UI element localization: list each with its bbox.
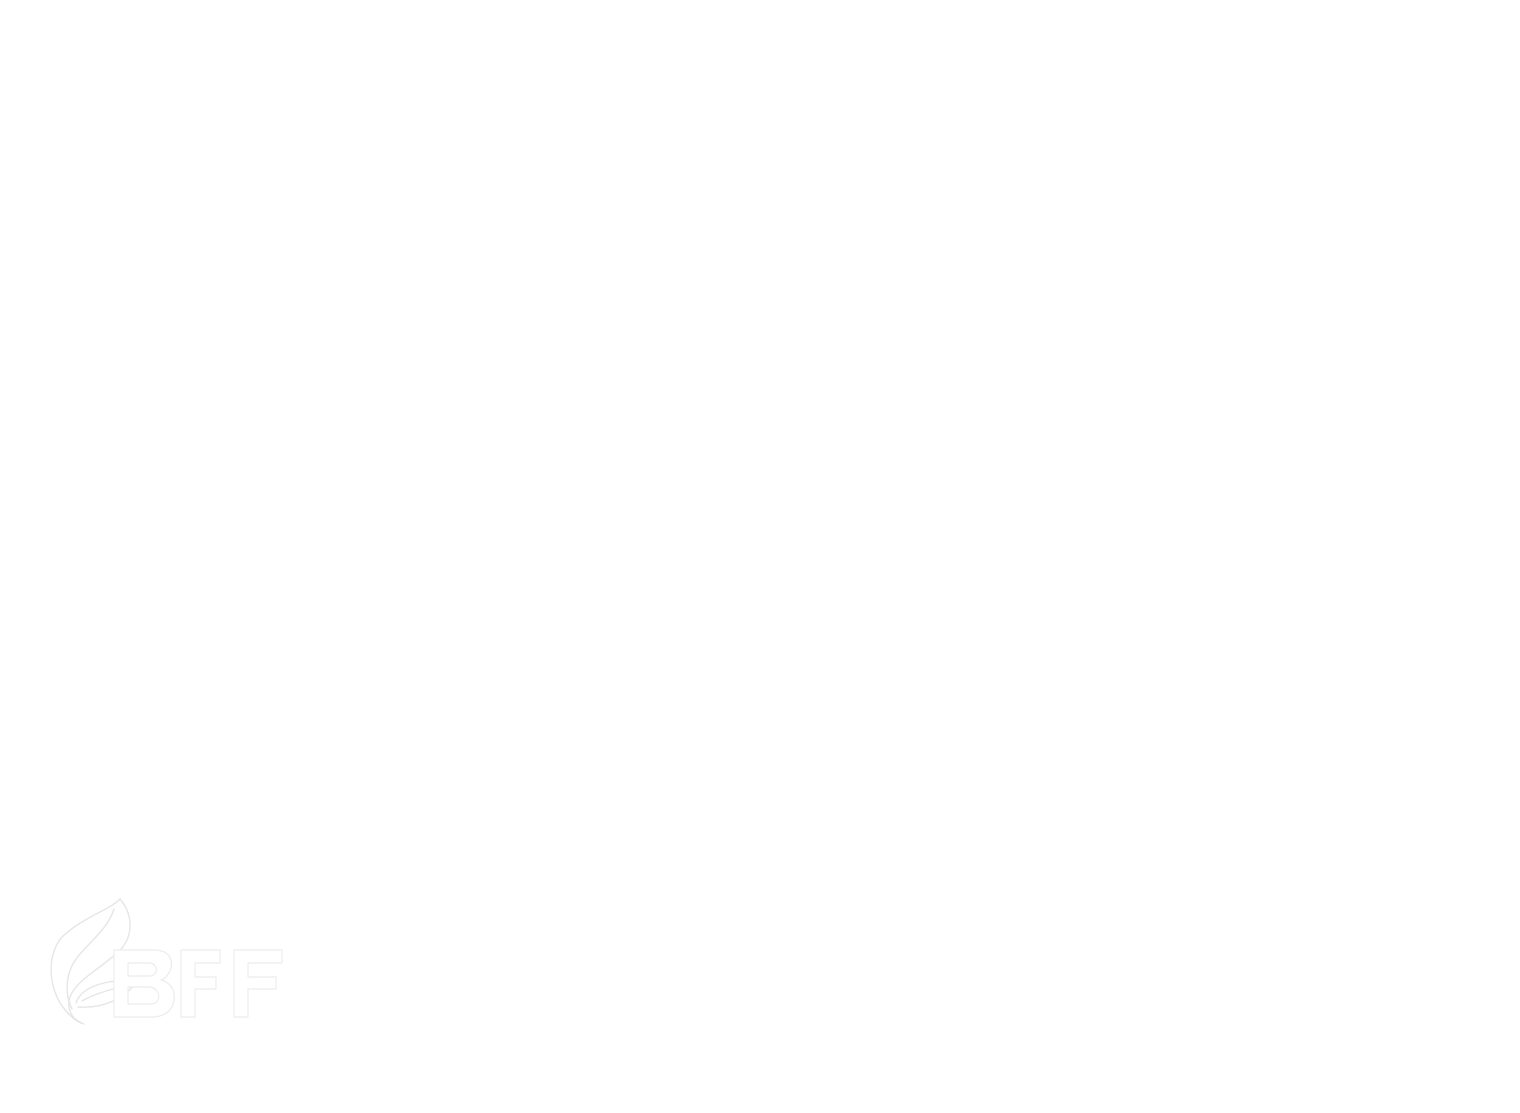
bff-logo: BFF (48, 893, 288, 1028)
logo-text: BFF (48, 1028, 49, 1029)
leaf-flame-icon (50, 898, 137, 1025)
logo-letters (113, 949, 283, 1018)
bff-logo-graphic (50, 898, 283, 1025)
